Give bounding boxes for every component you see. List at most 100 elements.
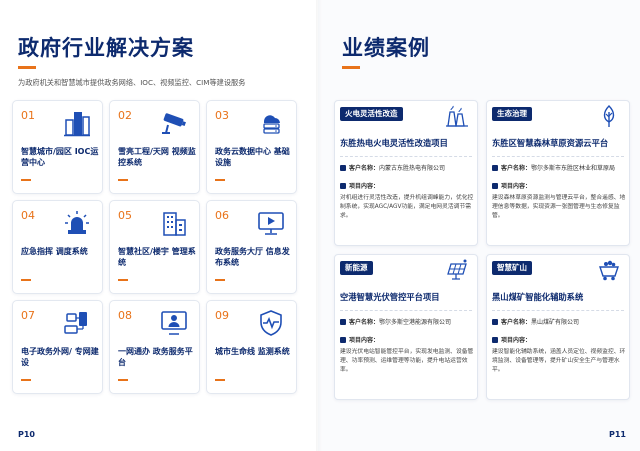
tile-number: 04 [21, 209, 35, 222]
shield-heartbeat-icon [260, 310, 282, 336]
solution-tile[interactable]: 02 雪亮工程/天网 视频监控系统 [109, 100, 200, 194]
project-icon [340, 337, 346, 343]
page-title: 政府行业解决方案 [18, 36, 194, 60]
tile-number: 08 [118, 309, 132, 322]
case-title: 东胜区智慧森林草原资源云平台 [492, 138, 609, 148]
community-buildings-icon [163, 212, 186, 236]
case-project-heading: 项目内容： [340, 335, 379, 344]
solution-tile[interactable]: 03 政务云数据中心 基础设施 [206, 100, 297, 194]
tile-label: 智慧社区/楼宇 管理系统 [118, 247, 196, 267]
case-divider [492, 310, 624, 311]
solution-tile[interactable]: 07 电子政务外网/ 专网建设 [12, 300, 103, 394]
case-description: 建设森林草原资源监测与管理云平台，整合遥感、地理信息等数据，实现资源一张图管理与… [492, 195, 626, 219]
case-tag: 智慧矿山 [492, 261, 532, 275]
page-title: 业绩案例 [342, 36, 430, 60]
case-card[interactable]: 智慧矿山 黑山煤矿智能化辅助系统 客户名称：黑山煤矿有限公司 项目内容： 建设智… [486, 254, 630, 400]
project-key: 项目内容： [349, 183, 380, 190]
client-value: 黑山煤矿有限公司 [531, 319, 580, 326]
case-tag: 生态治理 [492, 107, 532, 121]
project-key: 项目内容： [501, 183, 532, 190]
case-divider [340, 156, 472, 157]
client-key: 客户名称： [349, 165, 380, 172]
client-icon [340, 165, 346, 171]
tile-dash [215, 179, 225, 181]
tile-dash [118, 179, 128, 181]
page-number: P10 [18, 430, 35, 439]
tile-label: 雪亮工程/天网 视频监控系统 [118, 147, 196, 167]
cctv-camera-icon [162, 113, 186, 134]
client-icon [492, 319, 498, 325]
case-client: 客户名称：鄂尔多斯市东胜区林业和草原局 [492, 163, 615, 172]
project-key: 项目内容： [501, 337, 532, 344]
buildings-icon [64, 112, 90, 137]
tile-dash [215, 279, 225, 281]
case-divider [340, 310, 472, 311]
right-page: 业绩案例 火电灵活性改造 东胜热电火电灵活性改造项目 客户名称：内蒙古东胜热电有… [318, 0, 640, 451]
case-divider [492, 156, 624, 157]
tile-label: 一网通办 政务服务平台 [118, 347, 193, 367]
tile-dash [21, 279, 31, 281]
case-grid: 火电灵活性改造 东胜热电火电灵活性改造项目 客户名称：内蒙古东胜热电有限公司 项… [334, 100, 632, 400]
page-fold [316, 0, 322, 451]
left-page: 政府行业解决方案 为政府机关和智慧城市提供政务网络、IOC、视频监控、CIM等建… [0, 0, 318, 451]
tile-dash [118, 379, 128, 381]
tile-label: 智慧城市/园区 IOC运营中心 [21, 147, 99, 167]
network-devices-icon [64, 312, 87, 334]
case-project-heading: 项目内容： [492, 335, 531, 344]
tile-number: 03 [215, 109, 229, 122]
page-number: P11 [609, 430, 626, 439]
tile-number: 02 [118, 109, 132, 122]
mine-cart-icon [599, 260, 619, 281]
project-icon [492, 183, 498, 189]
project-key: 项目内容： [349, 337, 380, 344]
solution-tile[interactable]: 08 一网通办 政务服务平台 [109, 300, 200, 394]
case-project-heading: 项目内容： [340, 181, 379, 190]
tile-dash [118, 279, 128, 281]
case-client: 客户名称：内蒙古东胜热电有限公司 [340, 163, 445, 172]
tile-label: 政务服务大厅 信息发布系统 [215, 247, 290, 267]
case-project-heading: 项目内容： [492, 181, 531, 190]
page-subtitle: 为政府机关和智慧城市提供政务网络、IOC、视频监控、CIM等建设服务 [18, 78, 246, 87]
title-underline [18, 66, 36, 69]
project-icon [340, 183, 346, 189]
tile-dash [21, 379, 31, 381]
case-tag: 新能源 [340, 261, 373, 275]
case-description: 建设智能化辅助系统，涵盖人员定位、视频监控、环境监测、设备管理等，提升矿山安全生… [492, 349, 626, 373]
client-value: 内蒙古东胜热电有限公司 [379, 165, 446, 172]
tile-number: 01 [21, 109, 35, 122]
solution-tile[interactable]: 06 政务服务大厅 信息发布系统 [206, 200, 297, 294]
case-tag: 火电灵活性改造 [340, 107, 403, 121]
case-title: 东胜热电火电灵活性改造项目 [340, 138, 448, 148]
alarm-light-icon [65, 211, 89, 234]
tile-label: 电子政务外网/ 专网建设 [21, 347, 99, 367]
client-key: 客户名称： [501, 165, 532, 172]
client-value: 鄂尔多斯空港能源有限公司 [379, 319, 452, 326]
case-client: 客户名称：黑山煤矿有限公司 [492, 317, 579, 326]
tile-dash [215, 379, 225, 381]
display-screen-icon [258, 212, 284, 235]
solution-tile[interactable]: 04 应急指挥 调度系统 [12, 200, 103, 294]
case-description: 建设光伏电站智能管控平台，实现发电监测、设备管理、功率预测、运维管理等功能，提升… [340, 349, 474, 373]
solar-panel-icon [447, 259, 467, 280]
case-title: 黑山煤矿智能化辅助系统 [492, 292, 584, 302]
solution-tile[interactable]: 09 城市生命线 监测系统 [206, 300, 297, 394]
title-underline [342, 66, 360, 69]
case-card[interactable]: 新能源 空港智慧光伏管控平台项目 客户名称：鄂尔多斯空港能源有限公司 项目内容：… [334, 254, 478, 400]
client-icon [340, 319, 346, 325]
tile-dash [21, 179, 31, 181]
user-monitor-icon [161, 311, 187, 335]
solution-tile[interactable]: 05 智慧社区/楼宇 管理系统 [109, 200, 200, 294]
tile-number: 05 [118, 209, 132, 222]
case-client: 客户名称：鄂尔多斯空港能源有限公司 [340, 317, 451, 326]
tile-number: 06 [215, 209, 229, 222]
case-title: 空港智慧光伏管控平台项目 [340, 292, 440, 302]
case-card[interactable]: 火电灵活性改造 东胜热电火电灵活性改造项目 客户名称：内蒙古东胜热电有限公司 项… [334, 100, 478, 246]
tree-icon [603, 105, 615, 127]
solution-tile[interactable]: 01 智慧城市/园区 IOC运营中心 [12, 100, 103, 194]
tile-label: 城市生命线 监测系统 [215, 347, 290, 356]
tile-number: 09 [215, 309, 229, 322]
tile-number: 07 [21, 309, 35, 322]
case-card[interactable]: 生态治理 东胜区智慧森林草原资源云平台 客户名称：鄂尔多斯市东胜区林业和草原局 … [486, 100, 630, 246]
tile-label: 政务云数据中心 基础设施 [215, 147, 290, 167]
